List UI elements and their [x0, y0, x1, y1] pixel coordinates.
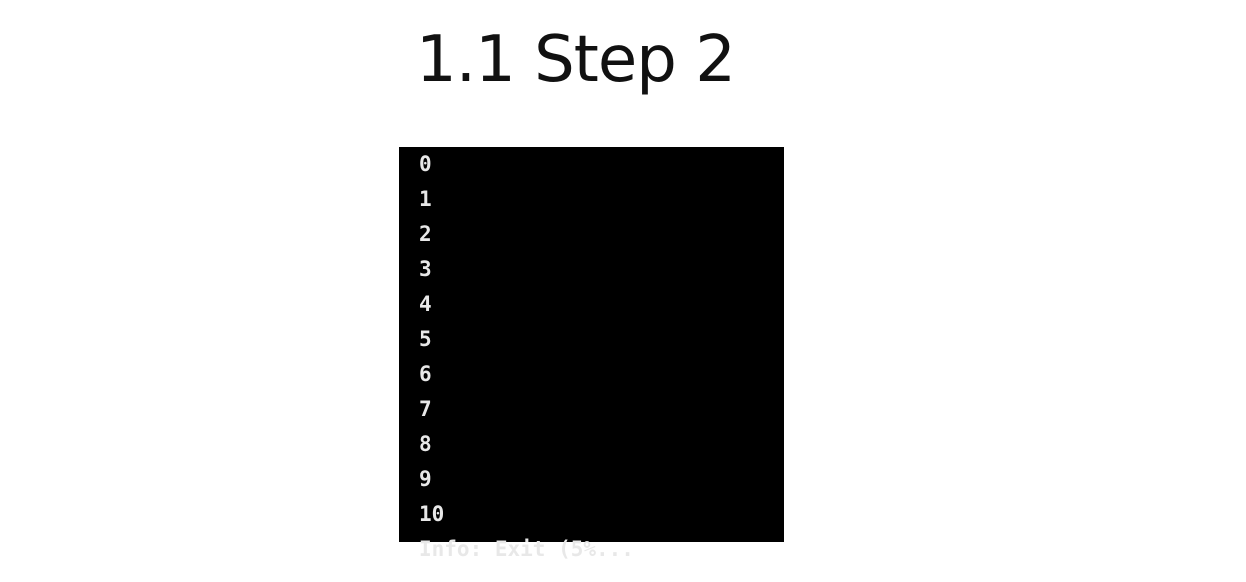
console-line: 1	[419, 187, 432, 211]
console-line: 10	[419, 502, 445, 526]
page-title: 1.1 Step 2	[416, 23, 736, 97]
console-line: 4	[419, 292, 432, 316]
console-line: 3	[419, 257, 432, 281]
console-line: Info: Exit (5%...	[419, 537, 634, 561]
console-output-screenshot: 0 1 2 3 4 5 6 7 8 9 10 Info: Exit (5%...	[399, 147, 784, 561]
console-line: 9	[419, 467, 432, 491]
console-line: 7	[419, 397, 432, 421]
console-line: 8	[419, 432, 432, 456]
console-lines: 0 1 2 3 4 5 6 7 8 9 10 Info: Exit (5%...	[419, 147, 634, 567]
console-line: 2	[419, 222, 432, 246]
console-line: 5	[419, 327, 432, 351]
console-line: 6	[419, 362, 432, 386]
console-line: 0	[419, 152, 432, 176]
